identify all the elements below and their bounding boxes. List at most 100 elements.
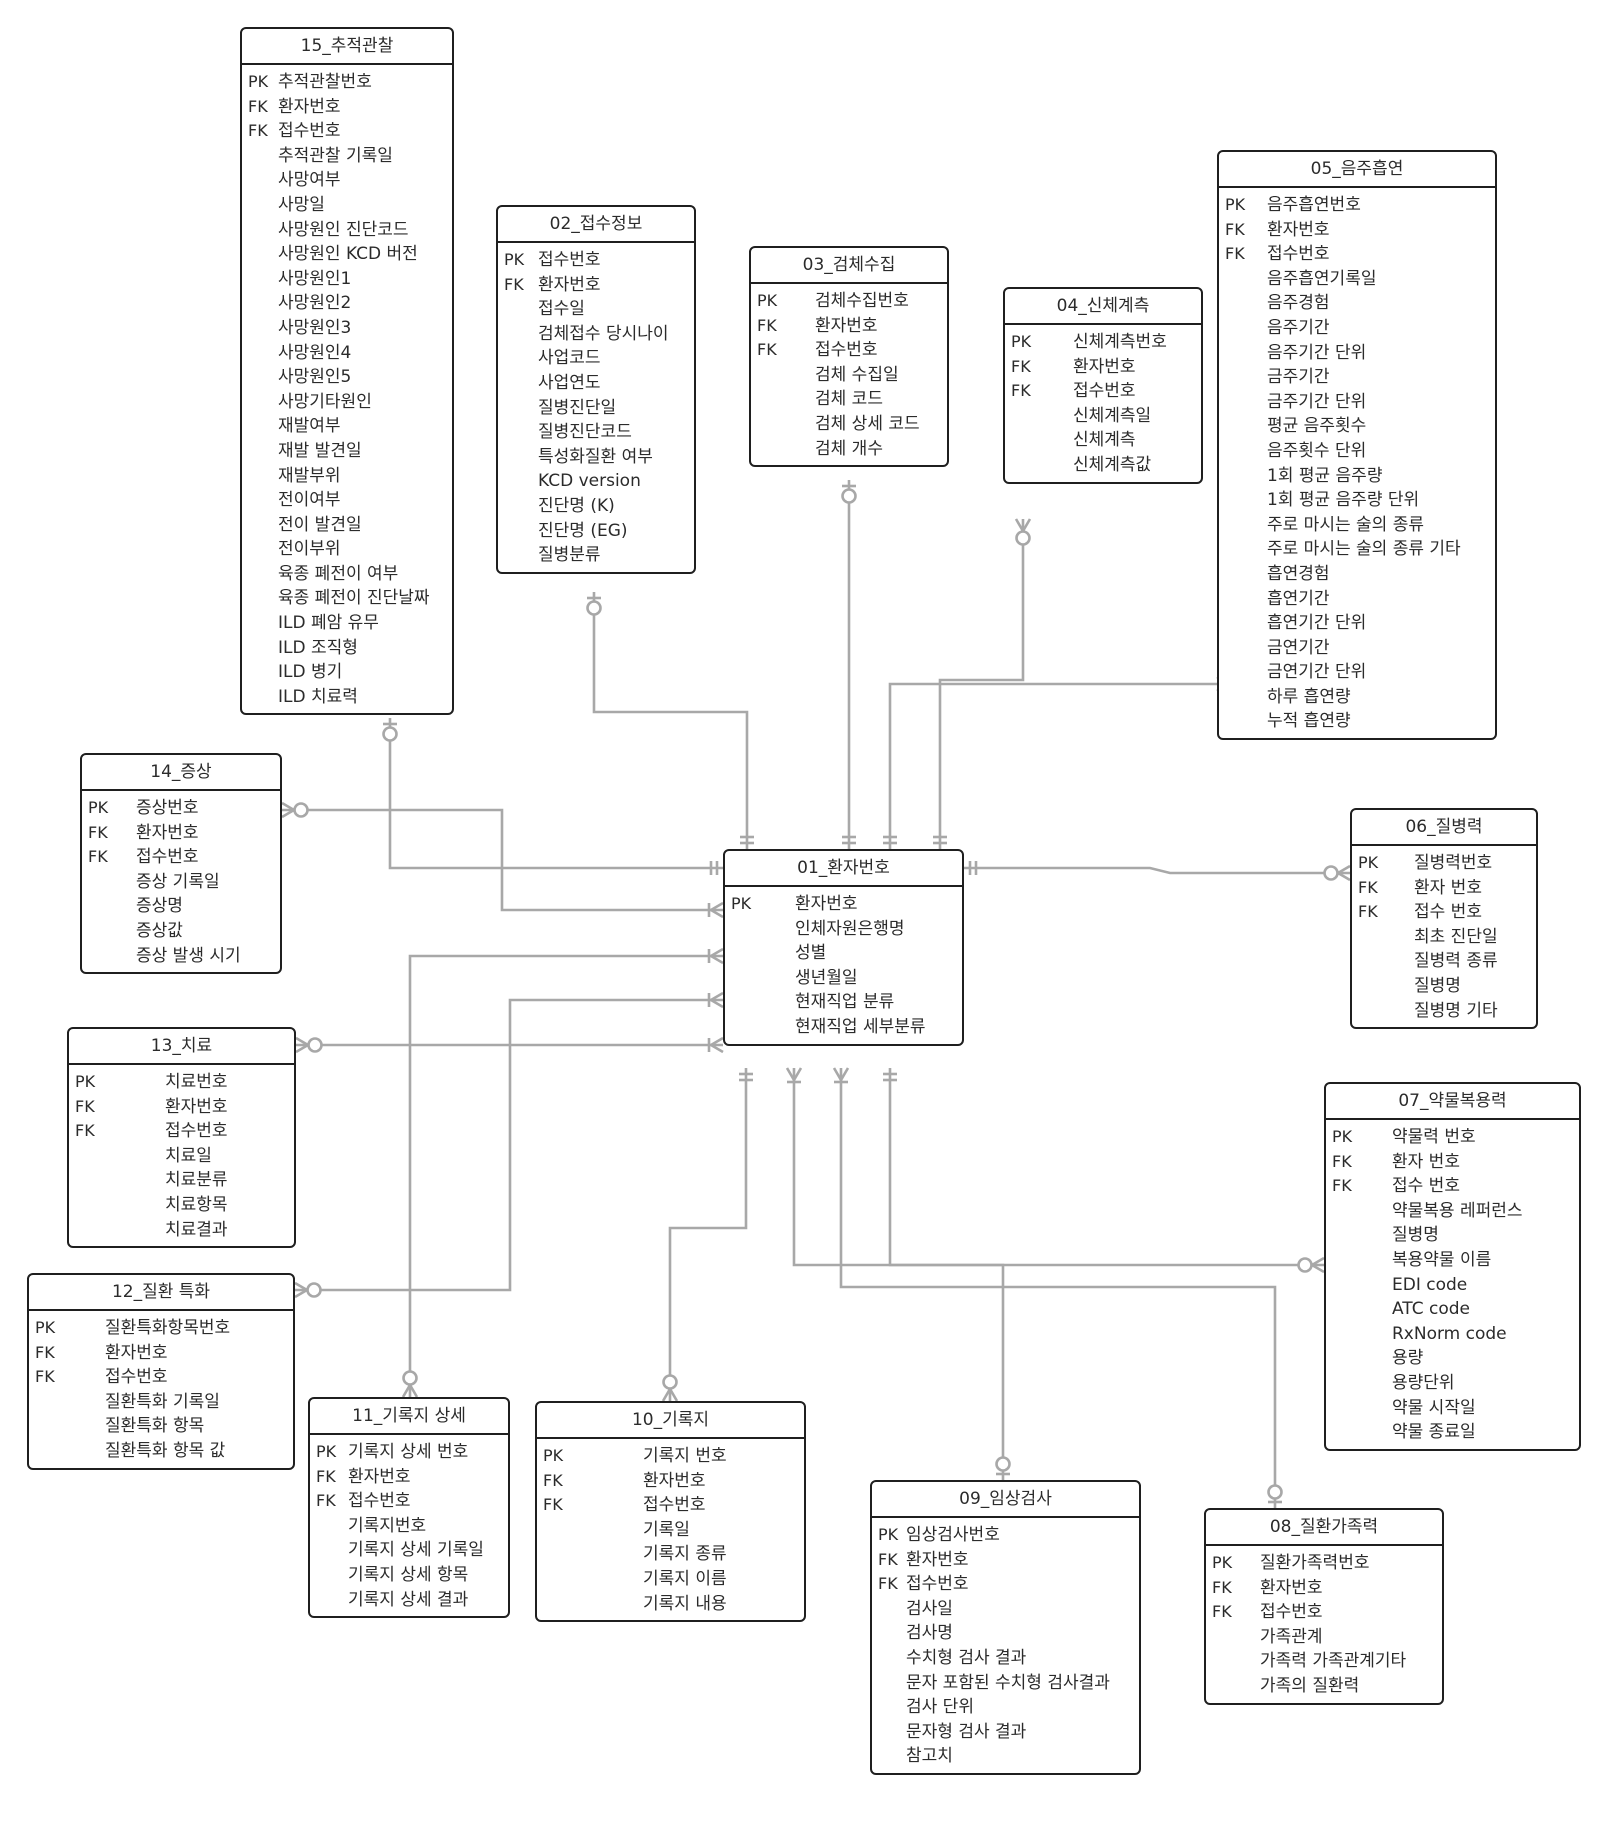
- attribute-row: 누적 흡연량: [1219, 709, 1495, 734]
- key-marker: FK: [543, 1470, 563, 1490]
- key-marker: FK: [543, 1495, 563, 1515]
- attribute-name: 환자번호: [165, 1096, 228, 1117]
- attribute-name: 흡연기간 단위: [1267, 613, 1367, 634]
- relationship-line-e12: [295, 998, 723, 1292]
- attribute-name: 1회 평균 음주량 단위: [1267, 490, 1420, 511]
- attribute-row: 사망기타원인: [242, 390, 452, 415]
- entity-title: 08_질환가족력: [1206, 1510, 1442, 1546]
- relationship-line-e14: [282, 808, 723, 912]
- attribute-name: 접수번호: [1073, 381, 1136, 402]
- attribute-row: 사망원인1: [242, 267, 452, 292]
- attribute-name: 접수 번호: [1392, 1176, 1460, 1197]
- cardinality-zero-circle: [293, 802, 309, 818]
- attribute-name: 접수번호: [1267, 244, 1330, 265]
- attribute-row: 검사일: [872, 1597, 1139, 1622]
- attribute-name: 추적관찰 기록일: [278, 145, 393, 166]
- attribute-row: 사망원인 KCD 버전: [242, 242, 452, 267]
- attribute-name: 증상 발생 시기: [136, 945, 241, 966]
- attribute-row: 질환특화 기록일: [29, 1390, 293, 1415]
- attribute-row: 가족관계: [1206, 1625, 1442, 1650]
- attribute-name: 질환특화 항목 값: [105, 1440, 226, 1461]
- attribute-name: 사망원인2: [278, 293, 352, 314]
- attribute-name: 주로 마시는 술의 종류: [1267, 514, 1424, 535]
- key-marker: FK: [248, 121, 268, 141]
- key-marker: FK: [35, 1367, 55, 1387]
- attribute-name: 진단명 (EG): [538, 520, 628, 541]
- attribute-name: 기록지 상세 번호: [348, 1442, 469, 1462]
- entity-title: 02_접수정보: [498, 207, 694, 243]
- key-marker: PK: [1332, 1127, 1353, 1146]
- key-marker: FK: [1212, 1577, 1232, 1597]
- key-marker: FK: [1225, 244, 1245, 264]
- attribute-name: 기록지 종류: [643, 1544, 727, 1565]
- attribute-name: 음주기간 단위: [1267, 342, 1367, 363]
- attribute-name: 현재직업 분류: [795, 992, 895, 1013]
- attribute-row: 신체계측일: [1005, 404, 1201, 429]
- attribute-row: FK 접수번호: [1219, 242, 1495, 267]
- attribute-name: KCD version: [538, 471, 641, 492]
- relationship-line-e11: [408, 954, 723, 1397]
- attribute-row: 주로 마시는 술의 종류: [1219, 513, 1495, 538]
- attribute-name: 접수번호: [815, 340, 878, 361]
- attribute-name: 가족관계: [1260, 1626, 1323, 1647]
- attribute-row: 질병진단일: [498, 396, 694, 421]
- cardinality-crow-foot: [708, 901, 724, 919]
- key-marker: FK: [1011, 381, 1031, 401]
- attribute-name: 사망원인5: [278, 367, 352, 388]
- attribute-name: 생년월일: [795, 967, 858, 988]
- cardinality-zero-circle: [402, 1370, 418, 1386]
- entity-title: 10_기록지: [537, 1403, 804, 1439]
- attribute-name: 사망기타원인: [278, 391, 372, 412]
- attribute-row: 약물 종료일: [1326, 1420, 1579, 1445]
- attribute-row: EDI code: [1326, 1273, 1579, 1298]
- attribute-name: 흡연기간: [1267, 588, 1330, 609]
- attribute-name: 용량: [1392, 1348, 1424, 1369]
- key-marker: FK: [75, 1121, 95, 1141]
- attribute-name: 현재직업 세부분류: [795, 1016, 926, 1037]
- attribute-row: 기록지 내용: [537, 1592, 804, 1617]
- key-marker: PK: [543, 1446, 564, 1465]
- attribute-row: 검사 단위: [872, 1695, 1139, 1720]
- key-marker: PK: [504, 250, 525, 269]
- relationship-line-e06: [964, 866, 1350, 875]
- attribute-row: 진단명 (EG): [498, 519, 694, 544]
- attribute-name: RxNorm code: [1392, 1323, 1507, 1344]
- attribute-row: 복용약물 이름: [1326, 1248, 1579, 1273]
- attribute-row: 신체계측값: [1005, 453, 1201, 478]
- attribute-name: ILD 폐암 유무: [278, 613, 379, 634]
- attribute-name: 전이 발견일: [278, 514, 362, 535]
- attribute-row: 성별: [725, 941, 962, 966]
- attribute-row: 사망일: [242, 193, 452, 218]
- attribute-row: 음주횟수 단위: [1219, 439, 1495, 464]
- entity-title: 14_증상: [82, 755, 280, 791]
- attribute-row: 검체 개수: [751, 437, 947, 462]
- attribute-row: 검체 상세 코드: [751, 412, 947, 437]
- attribute-row: 재발부위: [242, 464, 452, 489]
- attribute-name: 금연기간 단위: [1267, 662, 1367, 683]
- attribute-name: 기록지 이름: [643, 1568, 727, 1589]
- key-marker: FK: [1212, 1602, 1232, 1622]
- key-marker: FK: [1225, 219, 1245, 239]
- entity-title: 13_치료: [69, 1029, 294, 1065]
- attribute-row: 흡연경험: [1219, 562, 1495, 587]
- attribute-name: 접수일: [538, 299, 585, 320]
- attribute-row: 치료항목: [69, 1193, 294, 1218]
- relationship-line-e05: [888, 682, 1217, 849]
- attribute-name: 약물력 번호: [1392, 1127, 1476, 1147]
- attribute-row: 1회 평균 음주량: [1219, 464, 1495, 489]
- attribute-name: 전이부위: [278, 539, 341, 560]
- attribute-row: 약물복용 레퍼런스: [1326, 1199, 1579, 1224]
- attribute-name: 수치형 검사 결과: [906, 1647, 1027, 1668]
- attribute-name: 사업코드: [538, 348, 601, 369]
